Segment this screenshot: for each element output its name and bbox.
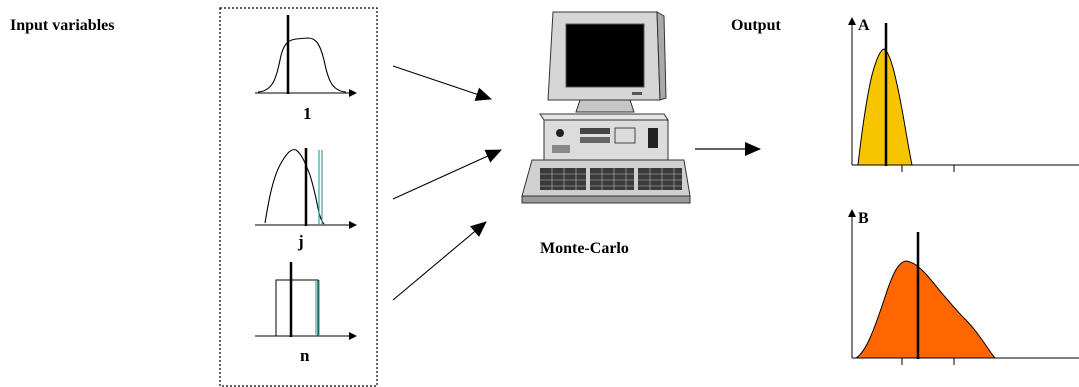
input-label-n: n (300, 346, 310, 365)
input-variables-title: Input variables (10, 17, 115, 34)
input-distribution-n (255, 262, 357, 340)
monte-carlo-label: Monte-Carlo (540, 240, 629, 257)
input-label-1: 1 (303, 104, 312, 123)
output-label-b: B (858, 210, 869, 227)
arrow-icon (392, 221, 487, 301)
computer-icon (521, 11, 691, 204)
input-distribution-1 (255, 15, 357, 97)
arrow-icon (392, 149, 502, 200)
output-b-fill (854, 260, 997, 359)
input-label-j: j (298, 232, 304, 251)
output-distribution-b (848, 209, 1079, 365)
input-variables-box (219, 7, 378, 387)
arrow-icon (392, 65, 492, 101)
output-title: Output (731, 17, 781, 34)
output-label-a: A (858, 17, 870, 34)
input-distribution-j (255, 148, 357, 229)
output-distribution-a (848, 17, 1079, 172)
